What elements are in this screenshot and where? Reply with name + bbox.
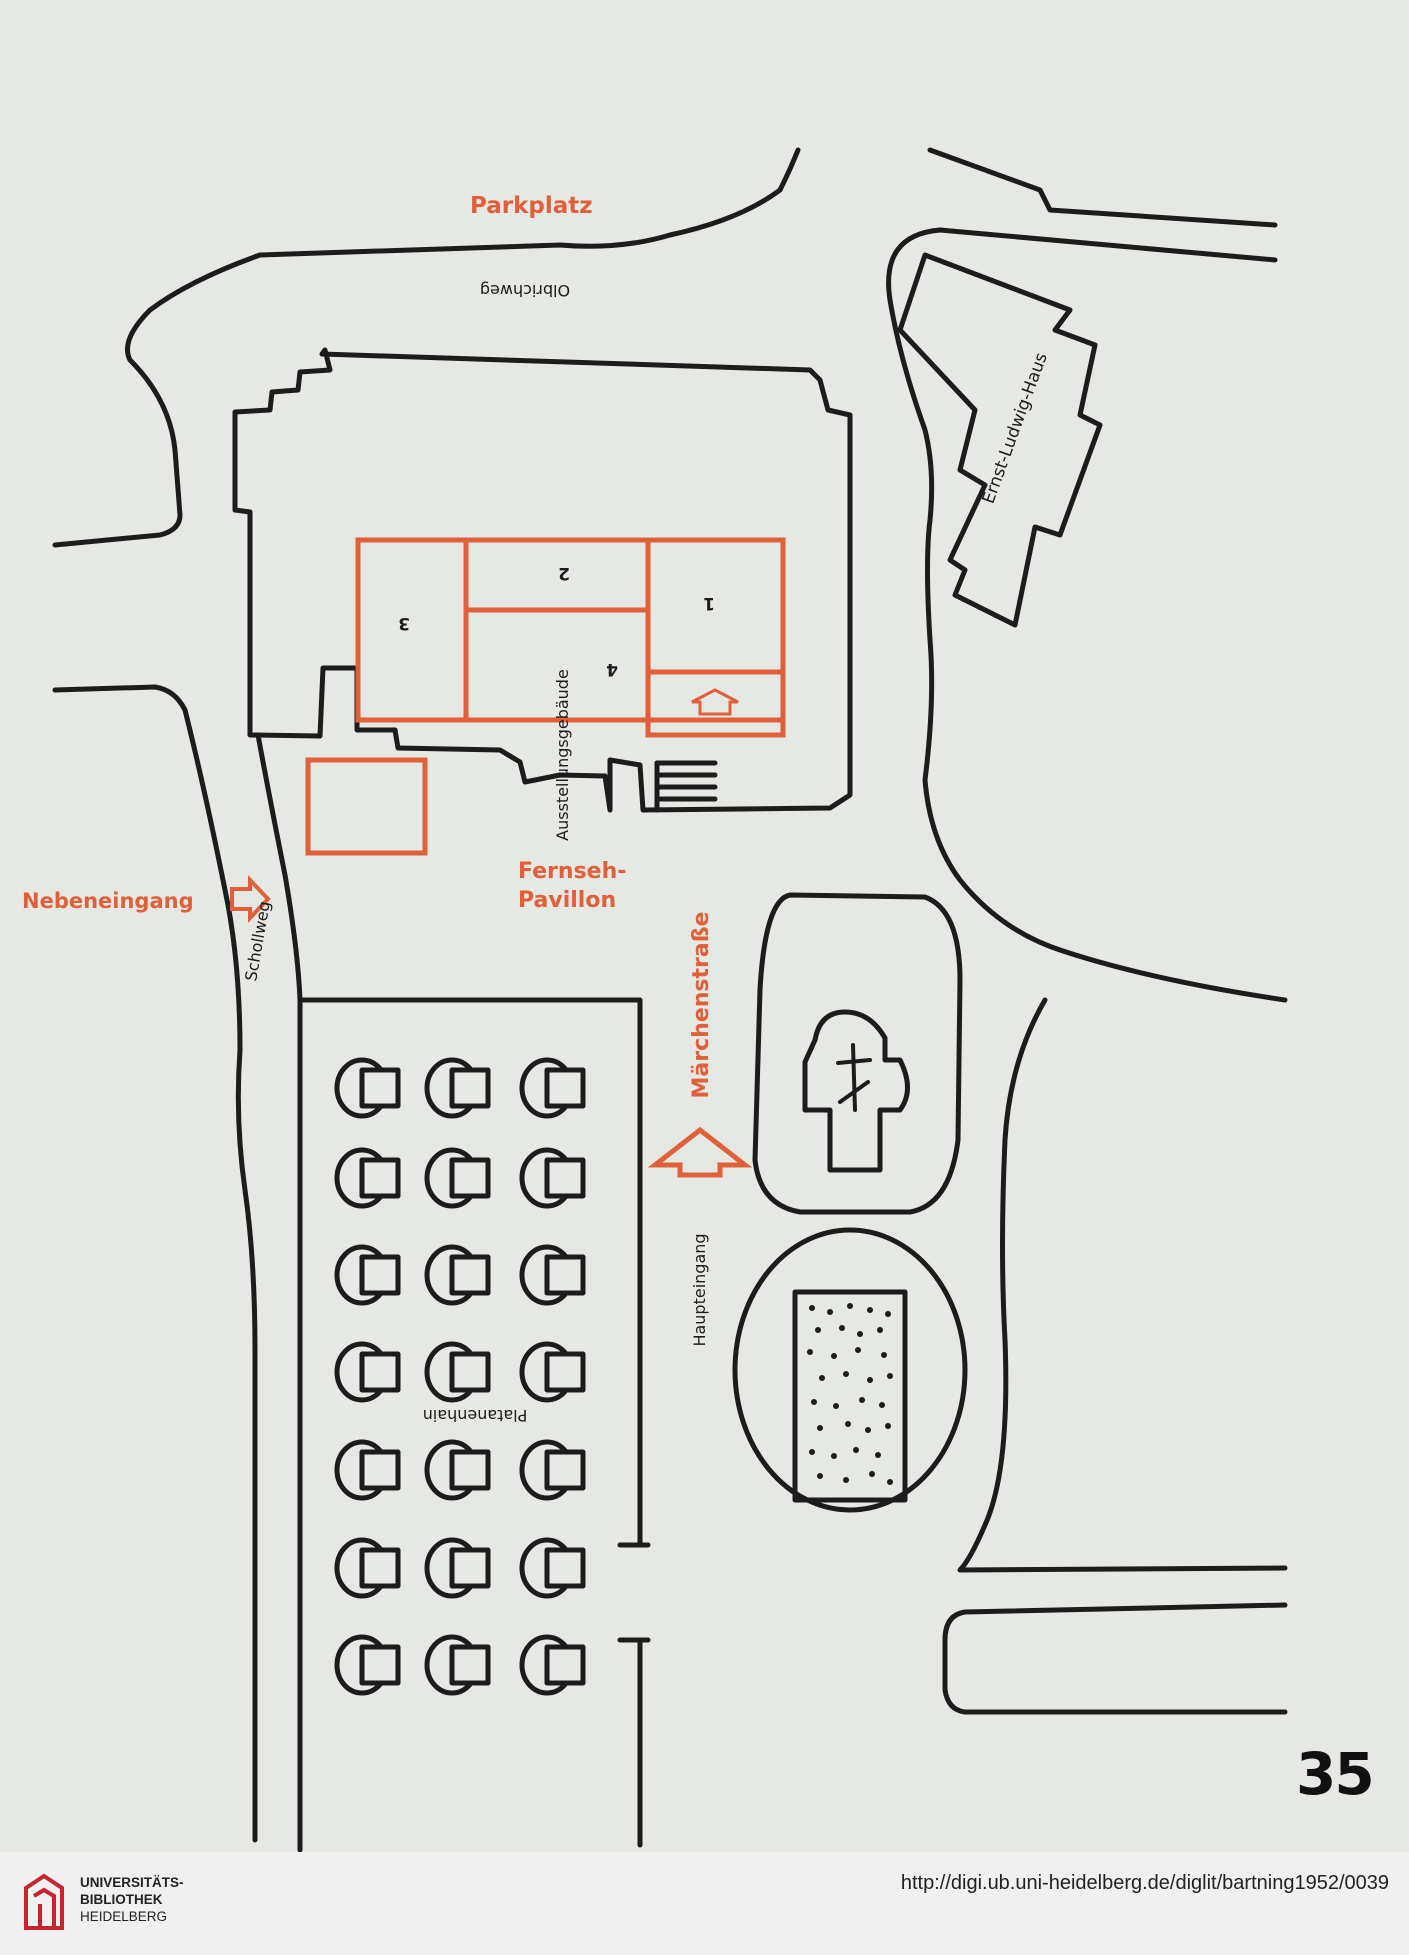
page-number: 35 bbox=[1296, 1740, 1375, 1808]
tree-icon bbox=[424, 1439, 491, 1501]
nebeneingang-arrow-icon bbox=[230, 874, 271, 924]
main-building-outline bbox=[232, 347, 853, 813]
tree-icon bbox=[334, 1057, 401, 1119]
schollweg-road-right bbox=[255, 732, 303, 1852]
platanenhain-boundary bbox=[297, 997, 643, 1548]
tree-icon bbox=[519, 1057, 586, 1119]
flower-bed-dots bbox=[807, 1303, 893, 1485]
tree-icon bbox=[519, 1341, 586, 1403]
platanenhain-label: Platanenhain bbox=[423, 1406, 528, 1425]
tree-icon bbox=[334, 1244, 401, 1306]
chapel-cross-icon bbox=[836, 1043, 872, 1112]
library-name-line3: HEIDELBERG bbox=[80, 1909, 168, 1924]
footer-bar: UNIVERSITÄTS- BIBLIOTHEK HEIDELBERG http… bbox=[0, 1852, 1409, 1955]
parking-label: Parkplatz bbox=[470, 193, 593, 219]
ernst-ludwig-haus-label: Ernst-Ludwig-Haus bbox=[979, 350, 1052, 506]
tree-icon bbox=[334, 1147, 401, 1209]
room-number-3: 3 bbox=[398, 613, 410, 633]
schollweg-road-left bbox=[52, 684, 258, 1843]
up-arrow-icon bbox=[691, 688, 739, 716]
library-name-line2: BIBLIOTHEK bbox=[80, 1892, 163, 1907]
fountain-circle bbox=[732, 1227, 968, 1513]
chapel-island bbox=[752, 892, 963, 1215]
nebeneingang-label: Nebeneingang bbox=[22, 889, 194, 913]
ernst-ludwig-haus-outline bbox=[897, 252, 1103, 628]
exhibition-rooms bbox=[355, 537, 786, 738]
platanenhain-trees bbox=[334, 1057, 586, 1696]
tree-icon bbox=[424, 1147, 491, 1209]
haupteingang-label: Haupteingang bbox=[690, 1233, 709, 1346]
source-url-link[interactable]: http://digi.ub.uni-heidelberg.de/diglit/… bbox=[900, 1872, 1389, 1894]
tree-icon bbox=[519, 1244, 586, 1306]
ausstellungsgebaeude-label: Ausstellungsgebäude bbox=[553, 669, 572, 841]
tree-icon bbox=[334, 1341, 401, 1403]
maerchenstrasse-label: Märchenstraße bbox=[689, 912, 714, 1099]
room-number-4: 4 bbox=[606, 659, 618, 679]
tree-icon bbox=[424, 1244, 491, 1306]
room-number-1: 1 bbox=[703, 593, 715, 613]
lower-right-road bbox=[957, 997, 1288, 1573]
tree-icon bbox=[334, 1537, 401, 1599]
fernseh-pavillon-label-line2: Pavillon bbox=[518, 888, 616, 913]
lower-right-parking bbox=[942, 1602, 1288, 1715]
tree-icon bbox=[519, 1634, 586, 1696]
library-name-line1: UNIVERSITÄTS- bbox=[80, 1875, 184, 1890]
olbrichweg-label: Olbrichweg bbox=[480, 281, 570, 300]
schollweg-label: Schollweg bbox=[241, 900, 274, 983]
entrance-stairs bbox=[654, 760, 718, 813]
room-number-2: 2 bbox=[558, 563, 570, 583]
fernseh-pavillon-label-line1: Fernseh- bbox=[518, 859, 626, 884]
tree-icon bbox=[334, 1634, 401, 1696]
tree-icon bbox=[519, 1439, 586, 1501]
haupteingang-arrow-icon bbox=[647, 1126, 753, 1178]
tree-icon bbox=[424, 1537, 491, 1599]
chapel-outline bbox=[802, 1009, 910, 1173]
site-plan-map: 2 1 3 4 Parkplatz Olbrichweg Ernst-Ludwi… bbox=[22, 147, 1288, 1852]
flower-bed bbox=[792, 1289, 908, 1503]
olbrichweg-road-right bbox=[886, 227, 1288, 1003]
tree-icon bbox=[334, 1439, 401, 1501]
olbrichweg-road-outer bbox=[52, 147, 801, 548]
fernseh-pavillon-box bbox=[305, 757, 428, 856]
olbrichweg-road-inner bbox=[927, 147, 1278, 228]
tree-icon bbox=[519, 1537, 586, 1599]
tree-icon bbox=[519, 1147, 586, 1209]
map-page: 2 1 3 4 Parkplatz Olbrichweg Ernst-Ludwi… bbox=[22, 147, 1288, 1852]
tree-icon bbox=[424, 1341, 491, 1403]
library-logo-icon bbox=[24, 1873, 64, 1930]
tree-icon bbox=[424, 1634, 491, 1696]
library-name: UNIVERSITÄTS- BIBLIOTHEK HEIDELBERG bbox=[80, 1874, 184, 1925]
tree-icon bbox=[424, 1057, 491, 1119]
